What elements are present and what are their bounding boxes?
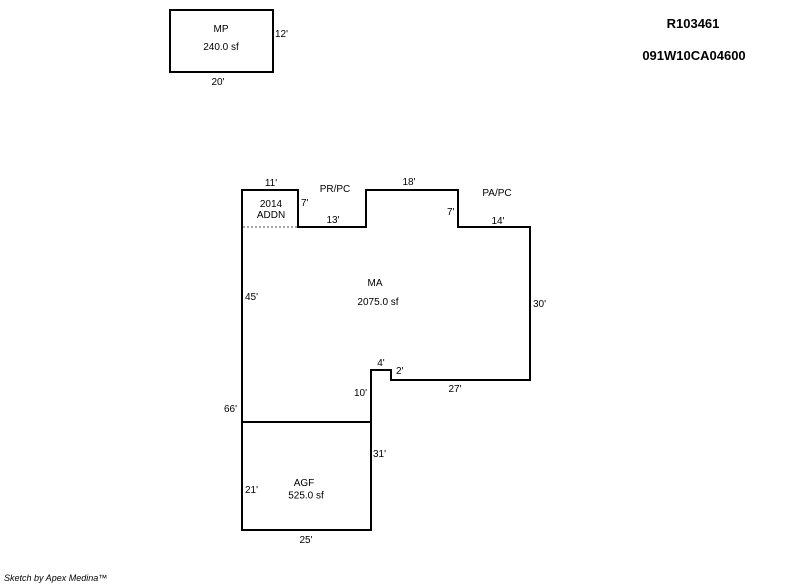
dim-papc-side: 7': [447, 207, 455, 218]
sketch-credit: Sketch by Apex Medina™: [4, 573, 108, 583]
dim-agf-bottom: 25': [299, 535, 312, 546]
addn-label-2: ADDN: [257, 210, 285, 221]
agf-code: AGF: [294, 478, 315, 489]
addn-label-1: 2014: [260, 199, 283, 210]
dim-papc-bottom: 14': [491, 216, 504, 227]
dim-agf-left: 21': [245, 485, 258, 496]
dim-prpc-bottom: 13': [326, 215, 339, 226]
dim-ma-inner-left: 10': [354, 388, 367, 399]
mp-outline: [169, 9, 274, 73]
dim-ma-bottom: 27': [448, 384, 461, 395]
account-number: 091W10CA04600: [642, 48, 745, 63]
parcel-id: R103461: [667, 16, 720, 31]
ma-area: 2075.0 sf: [357, 297, 398, 308]
ma-outline: [241, 189, 531, 531]
dim-ma-right: 30': [533, 299, 546, 310]
dim-notch-top: 4': [377, 358, 385, 369]
papc-label: PA/PC: [482, 188, 511, 199]
dim-total-left: 66': [224, 404, 237, 415]
dim-addn-side: 7': [301, 198, 309, 209]
dim-top-middle: 18': [402, 177, 415, 188]
dim-top-addn: 11': [265, 178, 277, 189]
mp-dim-bottom: 20': [211, 77, 224, 88]
mp-code: MP: [214, 24, 229, 35]
mp-dim-side: 12': [275, 29, 288, 40]
ma-code: MA: [368, 278, 383, 289]
dim-notch-side: 2': [396, 366, 404, 377]
dim-agf-right: 31': [373, 449, 386, 460]
dim-ma-left: 45': [245, 292, 258, 303]
prpc-label: PR/PC: [320, 184, 351, 195]
mp-area: 240.0 sf: [203, 42, 239, 53]
agf-area: 525.0 sf: [288, 490, 324, 501]
